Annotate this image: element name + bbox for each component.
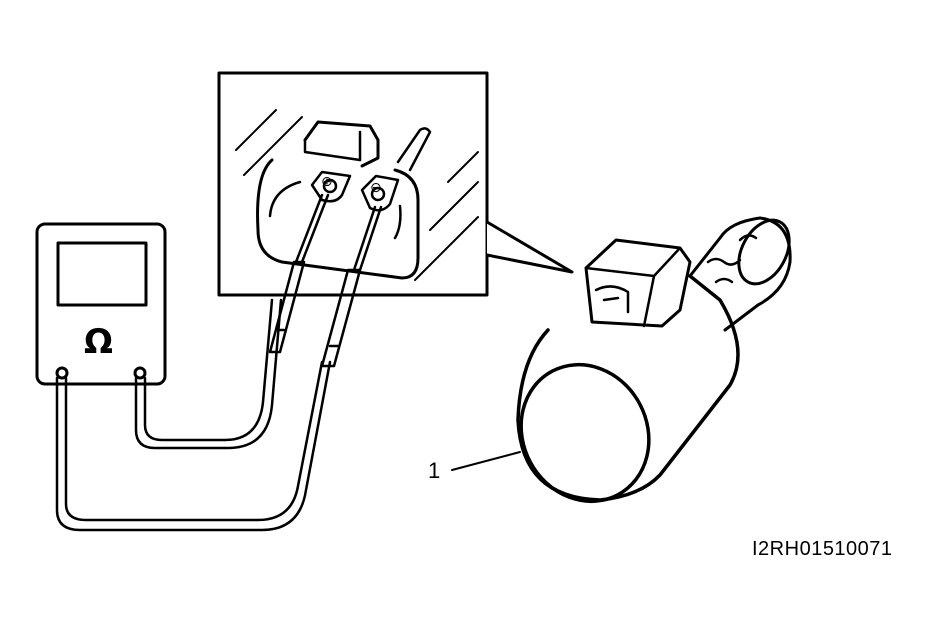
ohmmeter-right-jack — [133, 366, 147, 380]
inset-detail — [217, 71, 574, 297]
probe-plus — [268, 193, 330, 354]
solenoid — [516, 216, 792, 504]
figure-id: I2RH01510071 — [752, 538, 893, 560]
ohmmeter-display — [56, 241, 148, 307]
solenoid-end-face — [519, 362, 651, 504]
plus-terminal-label: ⊕ — [321, 174, 333, 190]
ohmmeter — [35, 222, 167, 386]
ohm-symbol: Ω — [84, 322, 113, 362]
probe-minus — [320, 205, 383, 368]
ohmmeter-left-jack — [55, 366, 69, 380]
test-leads — [55, 298, 332, 532]
minus-terminal-label: ⊖ — [370, 180, 382, 196]
callout-leader — [451, 451, 521, 471]
callout-number: 1 — [428, 458, 441, 483]
